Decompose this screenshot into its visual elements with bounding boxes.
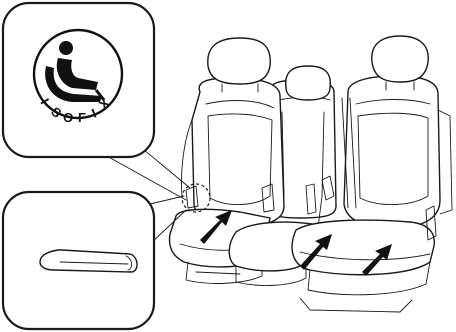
- right-cushion: [292, 220, 434, 312]
- isofix-letter-4: F: [78, 110, 86, 125]
- left-seatback: [181, 78, 284, 226]
- middle-headrest: [286, 66, 331, 100]
- rear-seat-bench: [170, 36, 452, 312]
- right-seatback: [344, 76, 452, 228]
- isofix-logo-callout: I S O F I X: [3, 3, 154, 157]
- anchor-bar-callout: [3, 192, 154, 329]
